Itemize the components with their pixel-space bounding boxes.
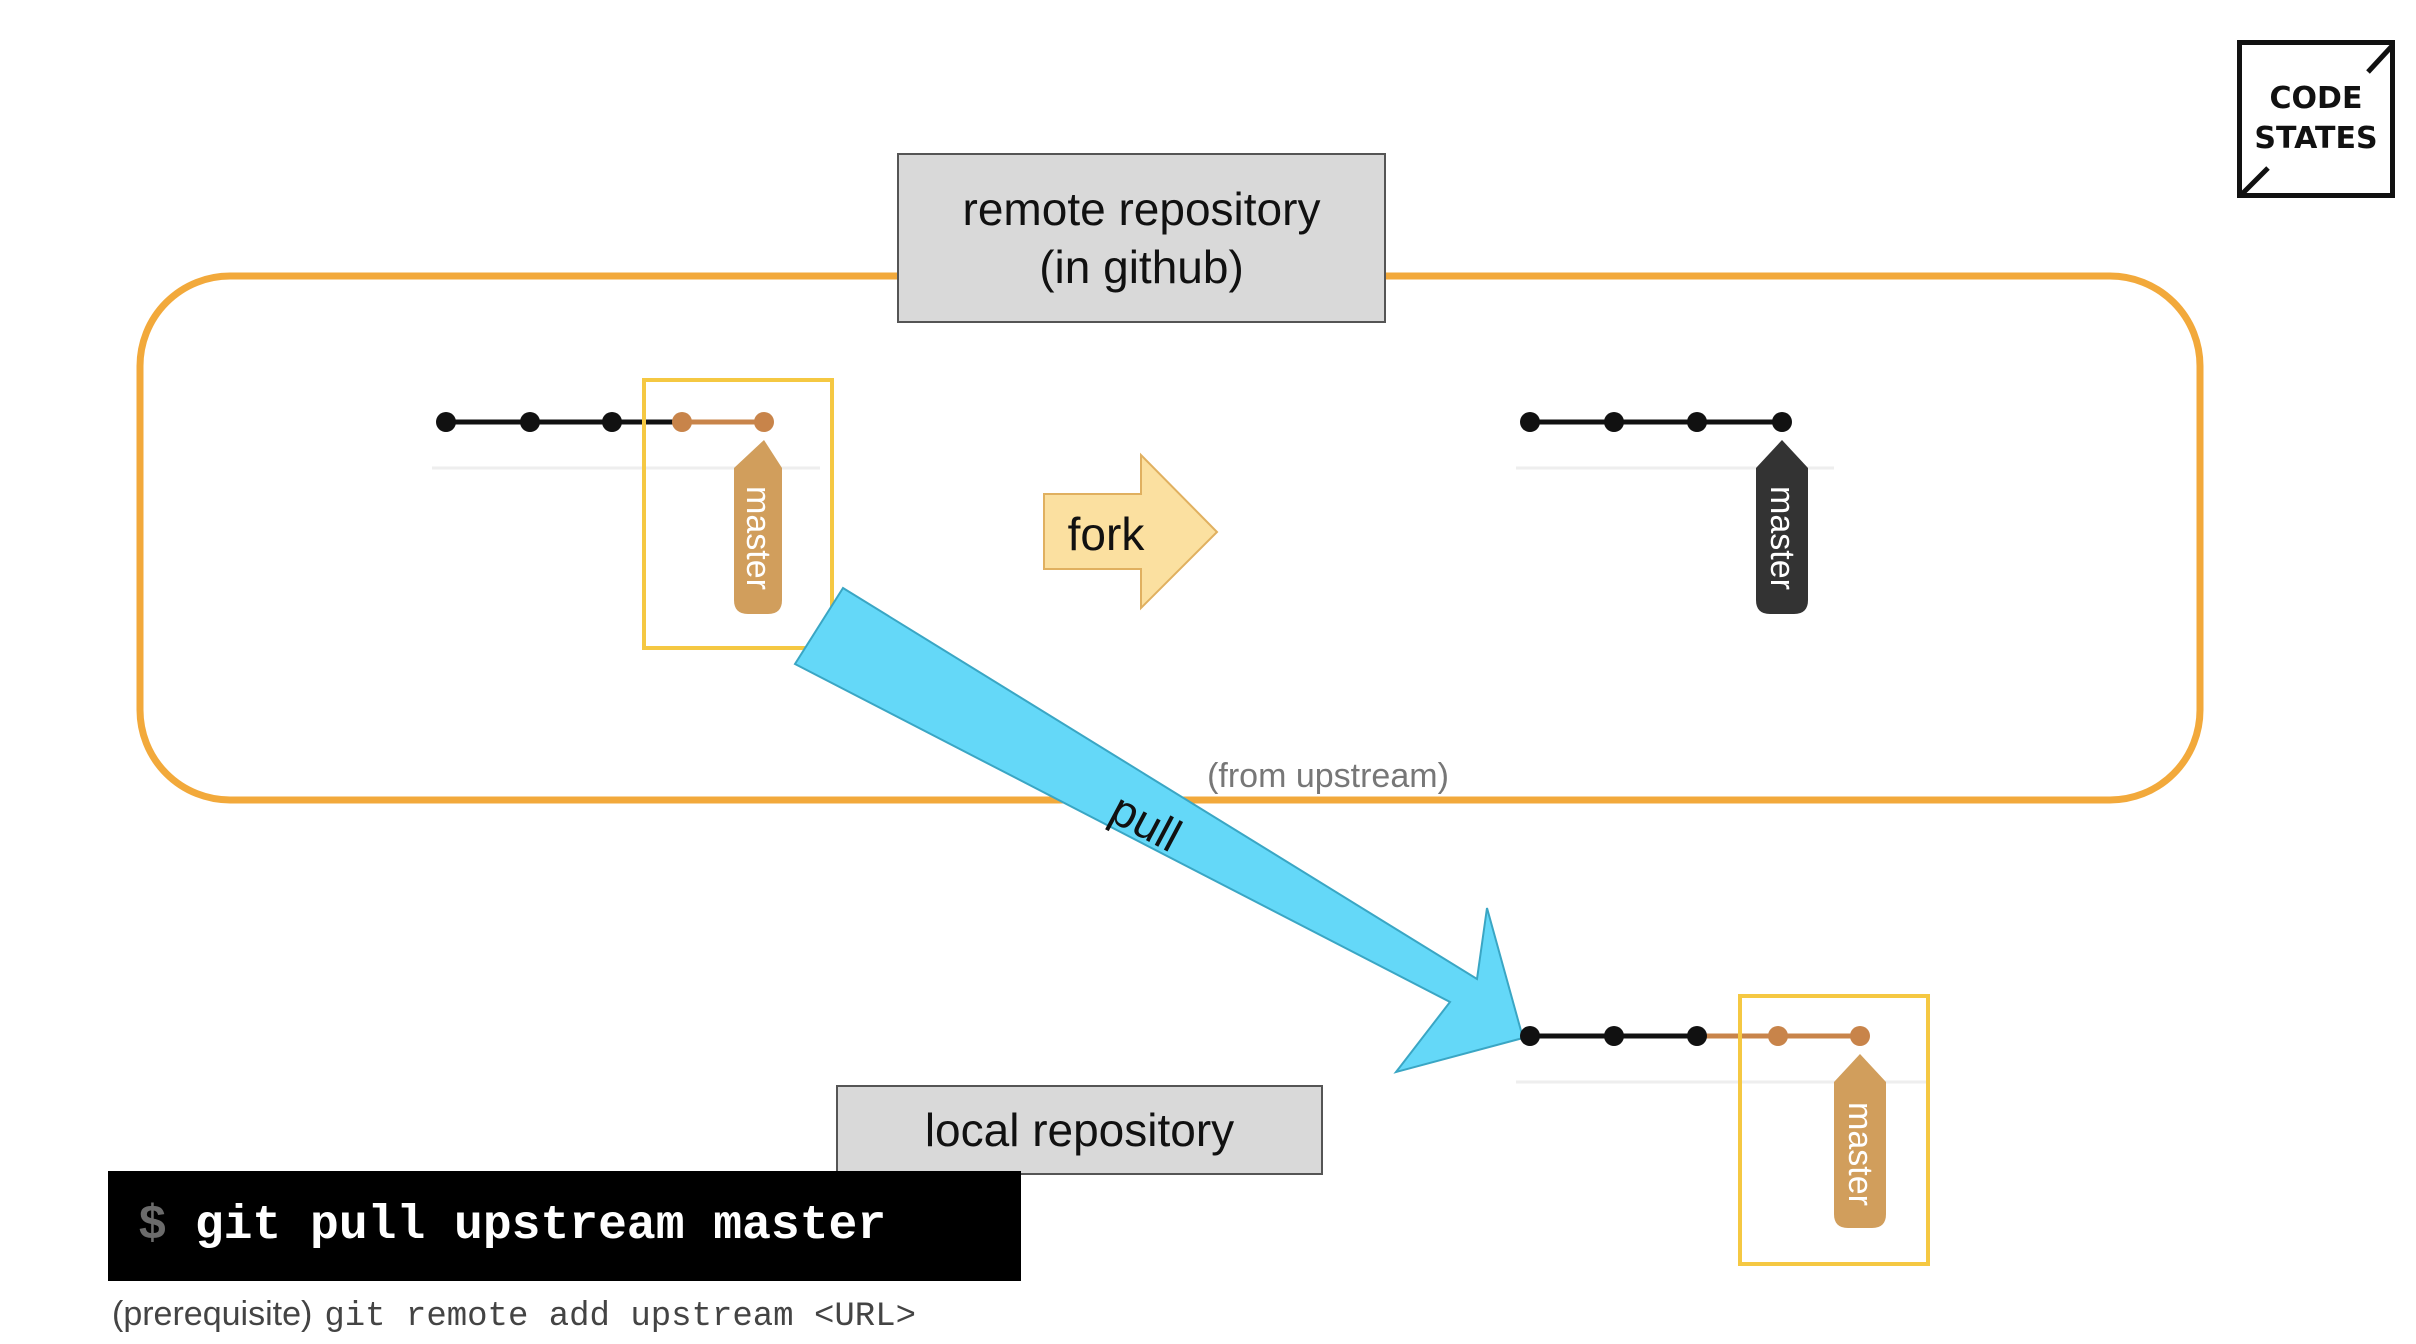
logo-slash-bottom [2240, 166, 2270, 196]
local-repo: master [1516, 994, 1930, 1266]
commit-dot [602, 412, 622, 432]
master-tag-shape [1756, 440, 1808, 614]
logo-line1: CODE [2269, 81, 2363, 116]
commit-dot [436, 412, 456, 432]
commit-dot-new [672, 412, 692, 432]
remote-label-line2: (in github) [1039, 241, 1244, 293]
commit-dot [1604, 1026, 1624, 1046]
fork-arrow-icon: fork [1043, 452, 1219, 611]
logo-slash-top [2366, 44, 2394, 74]
commit-dot [1772, 412, 1792, 432]
commit-dot [1520, 1026, 1540, 1046]
highlight-box [1738, 994, 1930, 1266]
terminal-command: $ git pull upstream master [108, 1171, 1021, 1281]
commit-dot [1687, 412, 1707, 432]
master-tag-label: master [1841, 1102, 1879, 1206]
prerequisite-note: (prerequisite) git remote add upstream <U… [112, 1295, 916, 1336]
master-tag: master [1756, 440, 1808, 614]
logo-line2: STATES [2254, 121, 2378, 156]
upstream-note: (from upstream) [1207, 757, 1449, 795]
commit-dot [1604, 412, 1624, 432]
commit-dot-new [754, 412, 774, 432]
highlight-box [642, 378, 834, 650]
local-label-text: local repository [924, 1104, 1235, 1156]
commit-dot [1520, 412, 1540, 432]
commit-dot [1687, 1026, 1707, 1046]
fork-label: fork [1068, 508, 1146, 560]
upstream-repo: master [432, 378, 834, 650]
prerequisite-command: git remote add upstream <URL> [324, 1298, 917, 1336]
code-states-logo: CODE STATES [2237, 40, 2395, 198]
remote-repository-label: remote repository (in github) [897, 153, 1386, 323]
master-tag-shape [734, 440, 782, 614]
master-tag-label: master [1763, 486, 1801, 590]
local-repository-label: local repository [836, 1085, 1323, 1175]
commit-dot-new [1850, 1026, 1870, 1046]
commit-dot-new [1768, 1026, 1788, 1046]
master-tag: master [1834, 1054, 1886, 1228]
forked-repo: master [1516, 412, 1834, 614]
prerequisite-label: (prerequisite) [112, 1295, 313, 1333]
master-tag-label: master [739, 486, 777, 590]
pull-arrow-icon: pull [793, 586, 1525, 1074]
master-tag-shape [1834, 1054, 1886, 1228]
remote-label-line1: remote repository [962, 183, 1321, 235]
terminal-prompt: $ [138, 1199, 167, 1253]
master-tag: master [734, 440, 782, 614]
commit-dot [520, 412, 540, 432]
terminal-command-text: git pull upstream master [194, 1199, 887, 1253]
